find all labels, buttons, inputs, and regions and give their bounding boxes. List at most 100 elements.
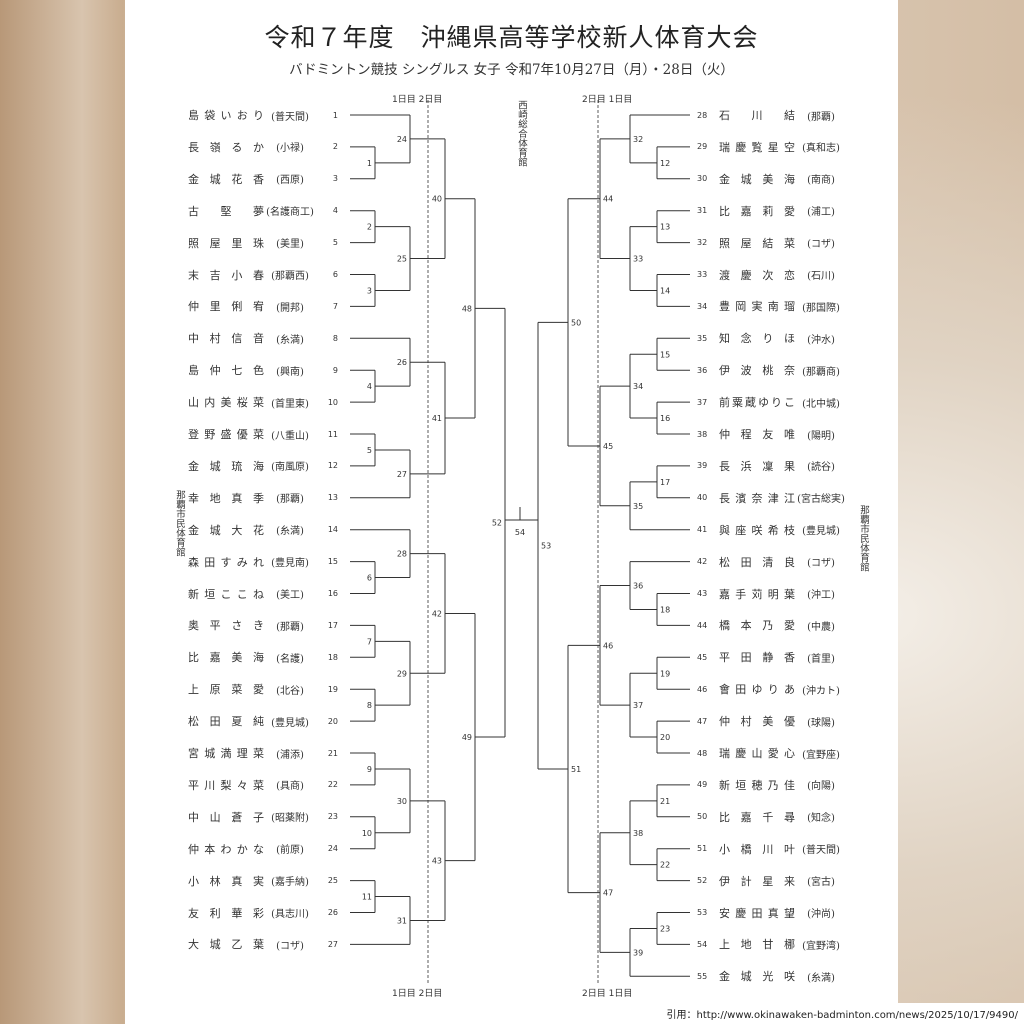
player-name: 安慶田真望 — [719, 906, 795, 920]
match-number: 36 — [633, 582, 643, 591]
player-name: 與座咲希枝 — [719, 523, 795, 537]
player-entry: 古堅夢(名護商工)4 — [188, 203, 342, 219]
player-number: 49 — [697, 780, 708, 790]
match-number: 48 — [462, 304, 472, 313]
match-number: 15 — [660, 350, 670, 359]
player-number: 41 — [697, 525, 708, 535]
match-number: 11 — [362, 893, 372, 902]
match-number: 4 — [367, 382, 372, 391]
player-number: 6 — [332, 270, 338, 279]
player-name: 瑞慶覧星空 — [719, 140, 795, 154]
player-school: (宮古) — [807, 877, 835, 889]
player-school: (西原) — [276, 175, 304, 187]
player-name: 小橋川叶 — [719, 842, 795, 856]
player-school: (嘉手納) — [271, 877, 309, 889]
match-number: 24 — [397, 135, 407, 144]
player-number: 54 — [697, 939, 708, 949]
match-number: 41 — [432, 414, 442, 423]
player-name: 新垣ここね — [188, 587, 264, 601]
player-number: 44 — [697, 620, 708, 630]
player-number: 39 — [697, 461, 708, 471]
player-name: 新垣穂乃佳 — [719, 778, 795, 792]
match-number: 33 — [633, 255, 643, 264]
player-name: 比嘉千尋 — [719, 810, 795, 824]
match-number: 42 — [432, 609, 442, 618]
player-name: 山内美桜菜 — [188, 396, 264, 410]
player-number: 8 — [332, 333, 338, 343]
player-number: 25 — [327, 876, 338, 886]
player-number: 34 — [697, 301, 708, 311]
match-number: 19 — [660, 669, 670, 678]
player-number: 27 — [327, 939, 338, 949]
player-number: 18 — [327, 652, 338, 662]
player-school: (小禄) — [276, 143, 304, 155]
page-subtitle: バドミントン競技 シングルス 女子 令和7年10月27日（月）・28日（火） — [289, 62, 734, 78]
player-number: 36 — [697, 365, 708, 375]
player-school: (開邦) — [276, 302, 304, 314]
player-name: 知念りほ — [719, 332, 795, 346]
player-name: 仲村美優 — [719, 715, 795, 729]
player-name: 仲里俐宥 — [188, 300, 264, 314]
player-school: (宜野座) — [802, 749, 840, 761]
match-number: 35 — [633, 502, 643, 511]
player-entry: 比嘉美海(名護)18 — [188, 649, 342, 665]
player-name: 長浜凜果 — [719, 459, 795, 473]
player-number: 19 — [327, 684, 338, 694]
match-number: 32 — [633, 135, 643, 144]
player-name: 長嶺るか — [188, 140, 264, 154]
player-school: (名護) — [276, 653, 304, 665]
player-name: 仲程友唯 — [719, 428, 795, 441]
player-number: 2 — [332, 142, 338, 152]
player-name: 登野盛優菜 — [188, 428, 264, 441]
player-school: (陽明) — [807, 430, 835, 442]
player-number: 15 — [327, 557, 338, 567]
player-school: (那覇) — [276, 621, 304, 633]
player-entry: 仲里俐宥(開邦)7 — [188, 298, 342, 314]
player-entry: 中山蒼子(昭薬附)23 — [188, 809, 342, 825]
player-school: (糸満) — [276, 526, 304, 538]
player-number: 9 — [332, 365, 338, 375]
player-number: 23 — [327, 812, 338, 822]
match-number: 10 — [362, 829, 372, 838]
player-number: 16 — [327, 589, 338, 598]
player-entry: 金城花香(西原)3 — [188, 171, 342, 187]
player-name: 松田夏純 — [188, 715, 264, 729]
player-name: 金城大花 — [188, 523, 264, 537]
player-school: (興南) — [276, 366, 304, 378]
player-number: 47 — [697, 716, 708, 726]
day-label-left-bottom: 1日目 2日目 — [392, 989, 443, 999]
match-number: 50 — [571, 318, 581, 327]
player-number: 17 — [327, 620, 338, 630]
player-entry: 松田夏純(豊見城)20 — [188, 713, 342, 729]
player-number: 1 — [332, 110, 338, 120]
player-school: (糸満) — [276, 334, 304, 346]
player-name: 渡慶次恋 — [719, 268, 795, 282]
player-entry: 島仲七色(興南)9 — [188, 362, 342, 378]
player-school: (宜野湾) — [802, 940, 840, 952]
match-number: 44 — [603, 195, 613, 204]
player-school: (豊見城) — [271, 717, 309, 729]
player-entry: 山内美桜菜(首里東)10 — [188, 394, 342, 410]
player-name: 松田清良 — [719, 555, 795, 569]
player-entry: 大城乙葉(コザ)27 — [188, 936, 342, 952]
match-number: 13 — [660, 223, 670, 232]
player-name: 伊波桃奈 — [719, 364, 795, 378]
player-name: 照屋里珠 — [188, 236, 264, 250]
match-number: 40 — [432, 195, 442, 204]
player-school: (コザ) — [807, 239, 835, 251]
player-school: (具商) — [276, 781, 304, 793]
player-school: (北谷) — [276, 685, 304, 697]
player-name: 平川梨々菜 — [188, 778, 264, 792]
player-name: 友利華彩 — [188, 906, 264, 920]
player-name: 平田静香 — [719, 651, 795, 665]
